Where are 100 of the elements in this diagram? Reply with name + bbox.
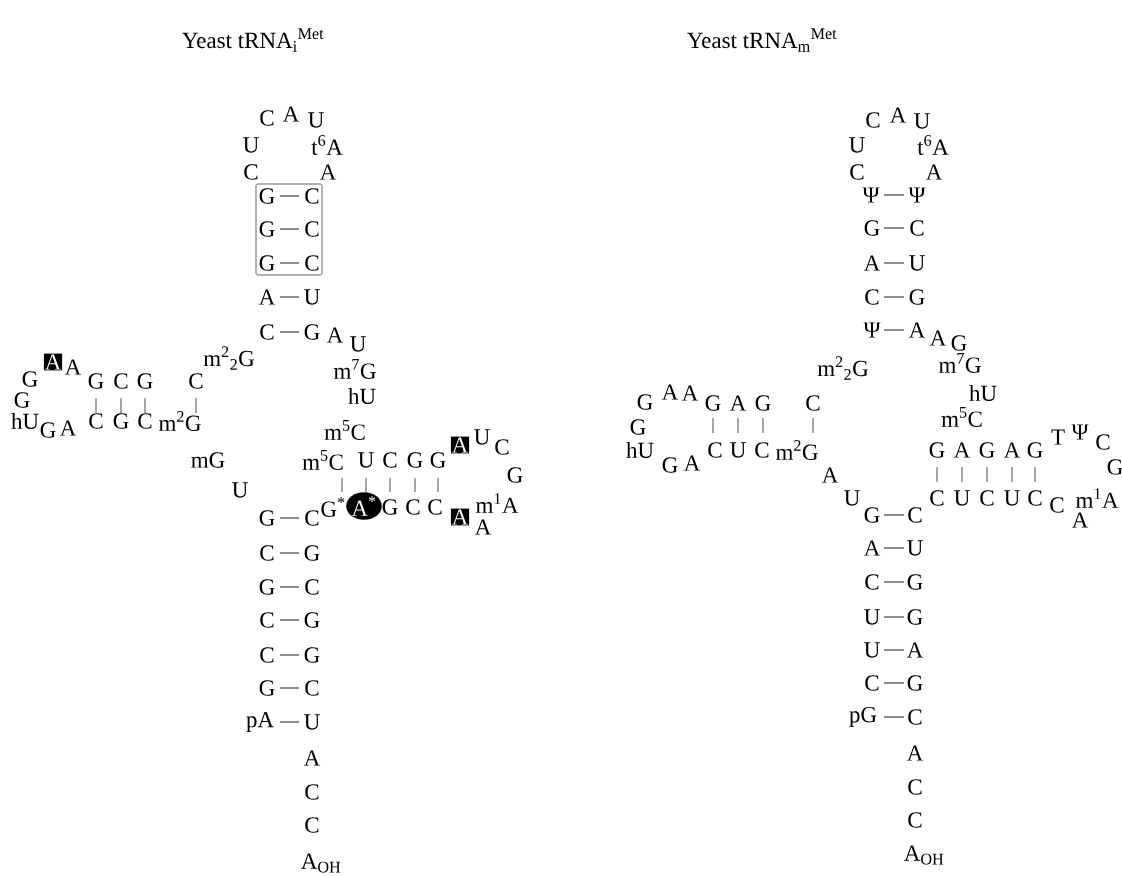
nucleotide: C [930,490,944,506]
nucleotide: C [908,709,922,725]
nucleotide: G [407,452,423,468]
nucleotide: G [864,507,880,523]
nucleotide: m$^{5}$C [941,407,982,427]
highlighted-nucleotide: A [43,353,63,371]
nucleotide: A [729,395,747,411]
nucleotide: G [755,395,771,411]
nucleotide: U [232,482,248,498]
nucleotide: m$^{5}$C [324,420,365,440]
nucleotide: hU [11,412,39,430]
nucleotide: G [113,413,129,429]
nucleotide: G [1027,442,1043,458]
nucleotide: Ψ [862,187,880,203]
nucleotide: T [1051,429,1065,445]
nucleotide: C [428,499,442,515]
nucleotide: hU [969,384,997,402]
nucleotide: m$^{1}$A [475,493,519,513]
nucleotide: G [22,371,38,387]
nucleotide: C [305,817,319,833]
nucleotide: m$^{2}$$_{2}$G [817,356,869,380]
nucleotide: C [908,779,922,795]
nucleotide: m$^{5}$C [302,450,343,470]
nucleotide: U [730,442,746,458]
nucleotide: A [889,107,907,123]
nucleotide: C [114,373,128,389]
nucleotide: G [430,452,446,468]
nucleotide: A [863,540,881,556]
nucleotide: U [474,429,490,445]
nucleotide: t$^{6}$A [917,135,949,155]
nucleotide: C [305,680,319,696]
nucleotide: C [138,413,152,429]
boxed-base-pairs: G C G C G C [255,183,323,276]
nucleotide: A [908,322,926,338]
nucleotide: G [304,647,320,663]
nucleotide: U [358,452,374,468]
nucleotide: A [282,106,300,122]
nucleotide: C [980,490,994,506]
highlighted-nucleotide: A [450,436,470,454]
nucleotide: A [906,642,924,658]
nucleotide: U [304,714,320,730]
nucleotide: C [866,112,880,128]
nucleotide: C [806,395,820,411]
nucleotide: A [1003,442,1021,458]
nucleotide: A [906,745,924,761]
nucleotide: C [1050,497,1064,513]
nucleotide: A [59,420,77,436]
nucleotide: m$^{1}$A [1075,488,1119,508]
nucleotide: m$^{7}$G [333,359,376,379]
nucleotide: C [495,439,509,455]
nucleotide: G [1107,459,1122,475]
nucleotide: U [844,490,860,506]
nucleotide: A [319,164,337,180]
nucleotide: G [864,220,880,236]
nucleotide: C [865,675,879,691]
nucleotide: G [637,394,653,410]
nucleotide: C [1096,434,1110,450]
nucleotide: C [260,647,274,663]
nucleotide: C [908,507,922,523]
nucleotide: A$_{OH}$ [301,853,341,873]
nucleotide: G [304,612,320,628]
nucleotide: G [40,422,56,438]
nucleotide: A [683,455,701,471]
nucleotide: G [705,395,721,411]
nucleotide: Ψ [863,322,881,338]
nucleotide: C [89,413,103,429]
title: Yeast tRNA$_{m}$Met [687,28,837,52]
highlighted-nucleotide: A [450,508,470,526]
nucleotide: hU [348,387,376,405]
nucleotide: G [259,510,275,526]
nucleotide: C [260,545,274,561]
nucleotide: U [864,609,880,625]
nucleotide: G [88,373,104,389]
nucleotide: m$^{2}$$_{2}$G [203,346,255,370]
nucleotide: G [14,392,30,408]
nucleotide: A [821,467,839,483]
nucleotide: G [929,442,945,458]
nucleotide: C [189,373,203,389]
nucleotide: C [260,612,274,628]
nucleotide: Ψ [1071,424,1089,440]
nucleotide: G [979,442,995,458]
nucleotide: C [708,442,722,458]
nucleotide: C [865,574,879,590]
nucleotide: m$^{2}$G [158,411,201,431]
highlighted-nucleotide: A$^{*}$ [346,492,382,520]
nucleotide: m$^{7}$G [938,353,981,373]
nucleotide: A [326,327,344,343]
nucleotide: A [64,359,82,375]
nucleotide: A [1071,512,1089,528]
nucleotide: U [350,336,366,352]
nucleotide: mG [191,452,225,468]
nucleotide: C [865,289,879,305]
nucleotide: pA [246,711,274,733]
nucleotide: A [661,384,679,400]
nucleotide: A [925,164,943,180]
nucleotide: G [382,499,398,515]
nucleotide: U [1004,490,1020,506]
nucleotide: m$^{2}$G [775,440,818,460]
nucleotide: U [308,112,324,128]
nucleotide: A [474,519,492,535]
